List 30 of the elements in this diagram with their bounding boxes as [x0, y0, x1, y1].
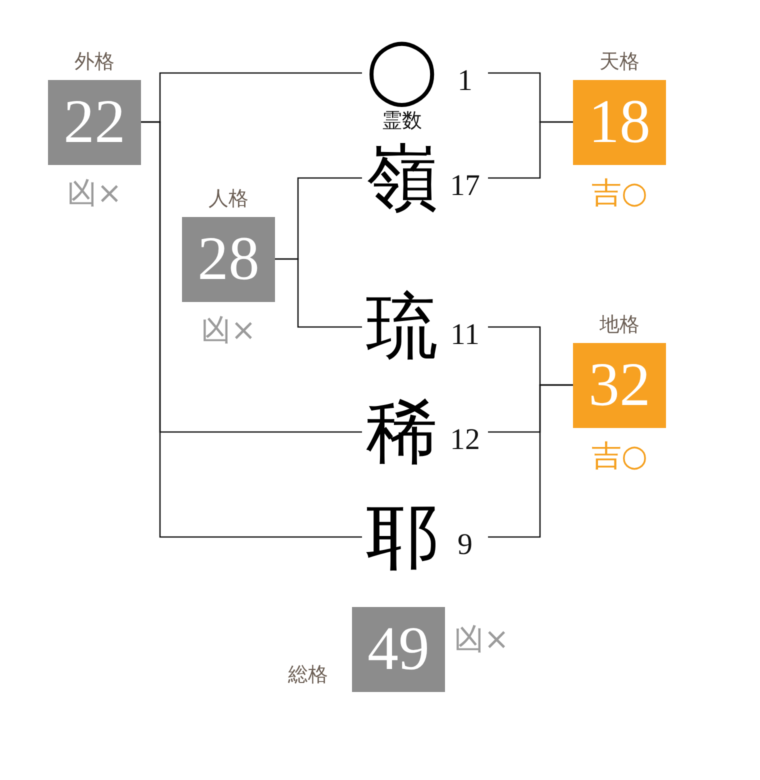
stroke-count: 17 [450, 170, 480, 202]
fortune-verdict: 凶× [66, 175, 122, 213]
score-box: 28 [182, 217, 275, 302]
connector-line [488, 121, 573, 179]
name-character: 稀 [366, 391, 438, 471]
name-character: 琉 [366, 286, 438, 366]
stroke-count: 11 [450, 319, 480, 351]
category-heading: 外格 [74, 48, 114, 74]
name-character: 嶺 [366, 137, 438, 217]
score-box: 22 [48, 80, 141, 165]
category-heading: 地格 [600, 311, 640, 337]
category-heading: 総格 [288, 661, 328, 687]
fortune-verdict: 吉○ [591, 175, 648, 213]
stroke-count: 1 [458, 65, 472, 97]
character-caption: 霊数 [382, 108, 422, 132]
connector-line [141, 121, 362, 538]
score-box: 49 [352, 607, 445, 692]
connector-line [488, 384, 573, 538]
stroke-count: 9 [458, 529, 472, 561]
category-heading: 天格 [600, 48, 640, 74]
score-box: 32 [573, 343, 666, 428]
fortune-verdict: 吉○ [591, 438, 648, 476]
category-heading: 人格 [208, 185, 248, 211]
fortune-verdict: 凶× [200, 312, 256, 350]
score-box: 18 [573, 80, 666, 165]
connector-line [275, 258, 362, 328]
name-character: 耶 [366, 496, 438, 576]
fortune-verdict: 凶× [454, 621, 510, 659]
stroke-count: 12 [450, 424, 480, 456]
placeholder-character: ◯ [366, 32, 438, 109]
